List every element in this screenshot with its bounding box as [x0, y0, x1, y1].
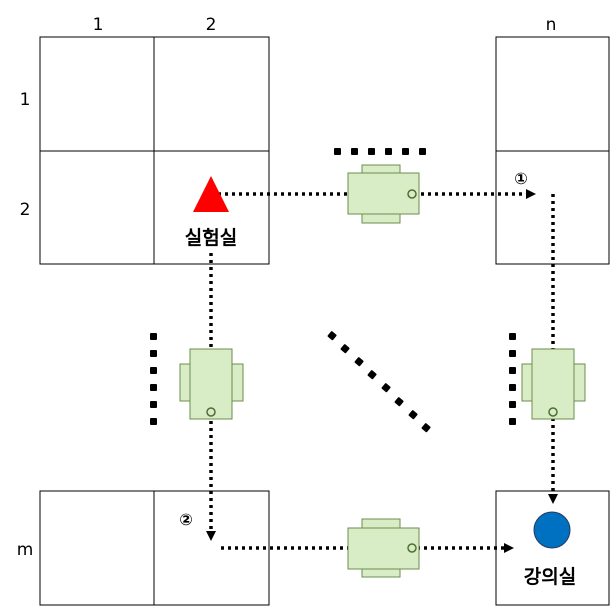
- lab-label: 실험실: [185, 227, 237, 249]
- grid-block-top-left: [39, 36, 270, 265]
- col-label-n: n: [546, 15, 557, 35]
- row-label-2: 2: [20, 200, 31, 220]
- route-1-marker: ①: [514, 169, 528, 188]
- route-2-path: [206, 253, 514, 553]
- robot-bottom: [347, 518, 420, 578]
- barrier-dots-left: [150, 333, 157, 425]
- barrier-dots-diagonal: [327, 331, 431, 433]
- route-2-marker: ②: [179, 510, 193, 529]
- row-label-1: 1: [20, 90, 31, 110]
- barrier-dots-top: [334, 148, 426, 155]
- col-label-1: 1: [93, 15, 104, 35]
- lecture-room-label: 강의실: [524, 566, 576, 588]
- col-label-2: 2: [206, 15, 217, 35]
- robot-left: [179, 348, 244, 420]
- lecture-room-circle-icon: [533, 511, 571, 549]
- robot-top: [347, 164, 420, 224]
- robot-right: [521, 348, 586, 420]
- grid-block-bottom-left: [39, 490, 270, 606]
- row-label-m: m: [17, 540, 34, 560]
- barrier-dots-right: [509, 333, 516, 425]
- lab-triangle-icon: [193, 176, 229, 212]
- route-1-path: [218, 189, 558, 504]
